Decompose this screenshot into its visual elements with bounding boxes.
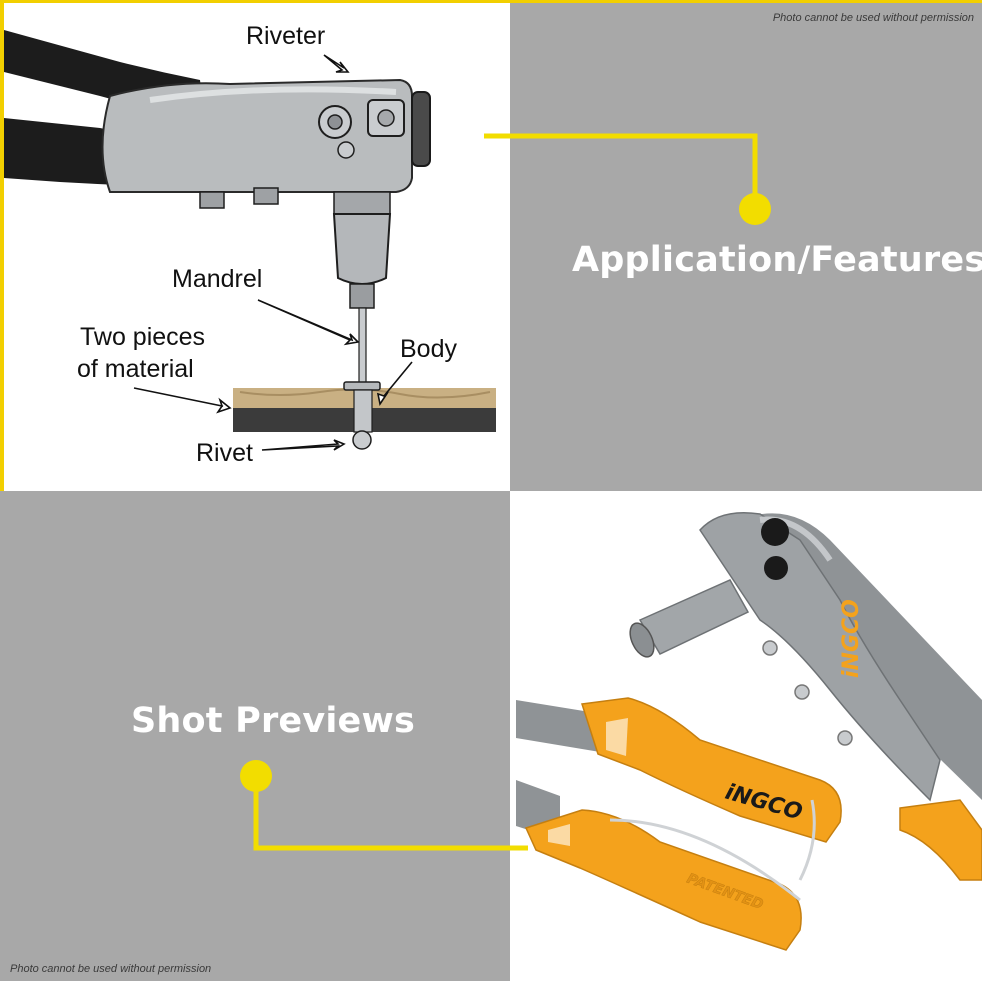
label-two-pieces-line2: of material bbox=[77, 355, 194, 383]
pivot-dot-2 bbox=[764, 556, 788, 580]
label-body: Body bbox=[400, 335, 457, 363]
rivet-flange bbox=[343, 381, 381, 391]
label-rivet: Rivet bbox=[196, 439, 253, 467]
heading-shot-previews: Shot Previews bbox=[131, 701, 416, 741]
brand-logo-head: iNGCO bbox=[839, 599, 864, 678]
pivot-dot-1 bbox=[761, 518, 789, 546]
riveter-diagram: Riveter Mandrel Two pieces of material B… bbox=[4, 22, 496, 467]
rivet-body bbox=[353, 389, 373, 433]
rivet-head bbox=[352, 430, 372, 450]
tool-head bbox=[699, 511, 941, 802]
grip-orange-right bbox=[899, 799, 982, 881]
label-mandrel: Mandrel bbox=[172, 265, 262, 293]
nose-tip bbox=[349, 283, 375, 309]
riveter-diagram-panel: Riveter Mandrel Two pieces of material B… bbox=[0, 0, 510, 491]
nut-2 bbox=[253, 187, 279, 205]
label-two-pieces-line1: Two pieces bbox=[80, 323, 205, 351]
watermark-top: Photo cannot be used without permission bbox=[772, 12, 974, 24]
grip-orange-upper bbox=[581, 697, 842, 843]
product-photo-panel: iNGCO iNGCO PATENTED bbox=[510, 491, 982, 981]
spring-wire bbox=[609, 799, 816, 902]
pivot-screw-small bbox=[337, 141, 355, 159]
label-riveter: Riveter bbox=[246, 22, 325, 50]
tool-arm-lower-1 bbox=[516, 700, 600, 752]
end-cap bbox=[411, 91, 431, 167]
mandrel bbox=[358, 307, 367, 387]
nose-collar bbox=[333, 191, 391, 215]
nose-piece bbox=[332, 213, 392, 285]
application-panel bbox=[510, 0, 982, 491]
watermark-bottom: Photo cannot be used without permission bbox=[10, 963, 212, 975]
product-photo: iNGCO iNGCO PATENTED bbox=[516, 511, 982, 951]
heading-application-features: Application/Features bbox=[572, 240, 982, 280]
tool-nose bbox=[638, 579, 750, 655]
nut-1 bbox=[199, 191, 225, 209]
shot-previews-panel bbox=[0, 491, 510, 981]
riveter-head bbox=[101, 78, 413, 193]
